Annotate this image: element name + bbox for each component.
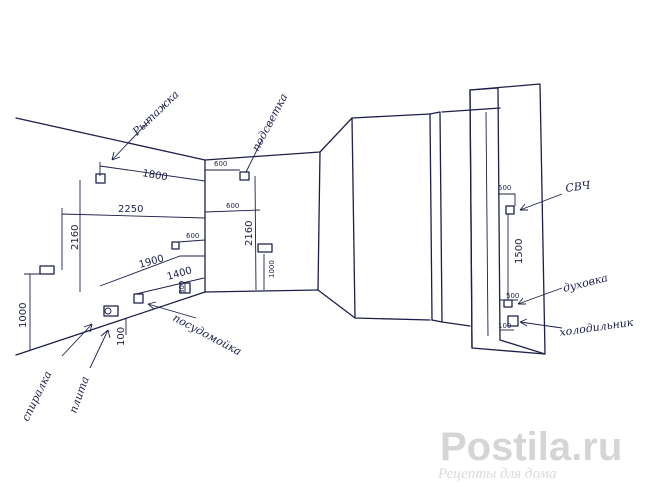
- socket-box-posudomoyka: [133, 293, 144, 304]
- dim-1800: 1800: [141, 168, 168, 183]
- room-walls: [15, 83, 546, 356]
- arrow-dukhovka: [517, 287, 563, 305]
- dimension-values: 1800 600 600 2250 2160 2160 600 1900 140…: [18, 160, 525, 346]
- dim-1400: 1400: [166, 265, 193, 283]
- dim-800: 800: [178, 281, 186, 294]
- socket-box-dukhovka: [503, 299, 513, 308]
- arrow-svch: [519, 193, 563, 211]
- dim-600-small: 600: [186, 232, 199, 240]
- dim-500-top: 500: [498, 184, 511, 192]
- socket-box-svch: [505, 205, 515, 215]
- label-dukhovka: духовка: [562, 271, 610, 295]
- dim-500-low: 500: [506, 292, 519, 300]
- dim-2250: 2250: [118, 204, 143, 215]
- arrow-posudomoyka: [147, 301, 197, 319]
- watermark-sub: Рецепты для дома: [437, 466, 557, 482]
- dim-600-top: 600: [214, 160, 227, 168]
- dim-1500: 1500: [514, 239, 525, 264]
- label-podsvetka: подсветка: [249, 91, 290, 153]
- socket-box-podsvetka: [239, 171, 250, 181]
- pointer-arrows: [61, 119, 563, 369]
- socket-box-plita: [103, 305, 119, 317]
- label-svch: СВЧ: [565, 179, 592, 195]
- arrow-kholodilnik: [519, 318, 563, 329]
- arrow-plita: [89, 329, 111, 369]
- watermark-brand: Postila.ru: [440, 425, 622, 469]
- label-plita: плита: [67, 375, 92, 415]
- arrow-podsvetka: [245, 139, 263, 173]
- dim-600-mid: 600: [226, 202, 239, 210]
- label-kholodilnik: холодильник: [559, 316, 635, 339]
- callout-labels: Рытажка подсветка посудомойка спиралка п…: [19, 88, 635, 423]
- arrow-spiralka: [61, 323, 93, 357]
- dim-1000-back: 1000: [268, 260, 276, 278]
- label-posudomoyka: посудомойка: [171, 311, 244, 358]
- dim-1900: 1900: [138, 253, 165, 271]
- socket-box-left: [39, 265, 55, 275]
- dim-2160-left: 2160: [70, 225, 81, 250]
- label-rytazhka: Рытажка: [129, 88, 181, 139]
- dim-2160-back: 2160: [244, 221, 255, 246]
- dim-100-right: 100: [498, 322, 511, 330]
- watermark: Postila.ru Рецепты для дома: [437, 425, 622, 482]
- socket-box-rytazhka: [95, 173, 106, 184]
- socket-box-mid: [257, 243, 273, 253]
- dim-1000-left: 1000: [18, 303, 29, 328]
- dimension-lines: [24, 162, 518, 350]
- dim-100: 100: [116, 327, 127, 346]
- arrow-rytazhka: [111, 119, 151, 161]
- label-spiralka: спиралка: [19, 369, 54, 423]
- socket-box-small: [171, 241, 180, 250]
- socket-box-kholodilnik: [507, 315, 519, 327]
- outlets: [39, 171, 519, 327]
